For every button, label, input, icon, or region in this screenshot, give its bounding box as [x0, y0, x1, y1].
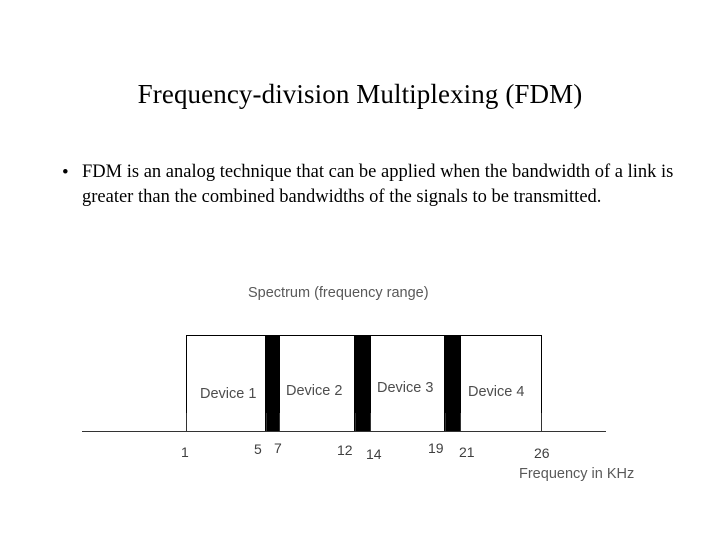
axis-tick-14	[370, 413, 371, 432]
device-box-1	[186, 335, 266, 432]
axis-tick-19	[445, 413, 446, 432]
axis-tick-21	[460, 413, 461, 432]
spectrum-band: Device 1 Device 2 Device 3 Device 4	[186, 335, 542, 432]
guard-band-2	[355, 335, 370, 432]
device-box-4-label: Device 4	[468, 384, 525, 400]
frequency-axis-line	[82, 431, 606, 432]
axis-tick-5	[266, 413, 267, 432]
axis-tick-label-19: 19	[428, 440, 444, 456]
axis-tick-label-12: 12	[337, 442, 353, 458]
axis-tick-label-14: 14	[366, 446, 382, 462]
guard-band-3	[445, 335, 460, 432]
device-box-1-label: Device 1	[200, 386, 257, 402]
axis-tick-label-26: 26	[534, 445, 550, 461]
guard-band-1	[266, 335, 279, 432]
axis-tick-label-1: 1	[181, 444, 189, 460]
bullet-list: • FDM is an analog technique that can be…	[56, 160, 676, 210]
axis-tick-7	[279, 413, 280, 432]
axis-tick-12	[355, 413, 356, 432]
bullet-item-text: FDM is an analog technique that can be a…	[82, 162, 674, 207]
device-box-4	[460, 335, 542, 432]
device-box-3	[370, 335, 445, 432]
frequency-axis-title: Frequency in KHz	[519, 466, 635, 482]
spectrum-caption-label: Spectrum (frequency range)	[248, 285, 429, 301]
axis-tick-label-7: 7	[274, 440, 282, 456]
list-item: • FDM is an analog technique that can be…	[56, 160, 676, 210]
device-box-2	[279, 335, 355, 432]
device-box-2-label: Device 2	[286, 383, 343, 399]
axis-tick-label-5: 5	[254, 441, 262, 457]
bullet-point-icon: •	[62, 162, 69, 183]
device-box-3-label: Device 3	[377, 380, 434, 396]
axis-tick-label-21: 21	[459, 444, 475, 460]
axis-tick-26	[541, 413, 542, 432]
axis-tick-1	[186, 413, 187, 432]
page-title: Frequency-division Multiplexing (FDM)	[137, 79, 583, 109]
